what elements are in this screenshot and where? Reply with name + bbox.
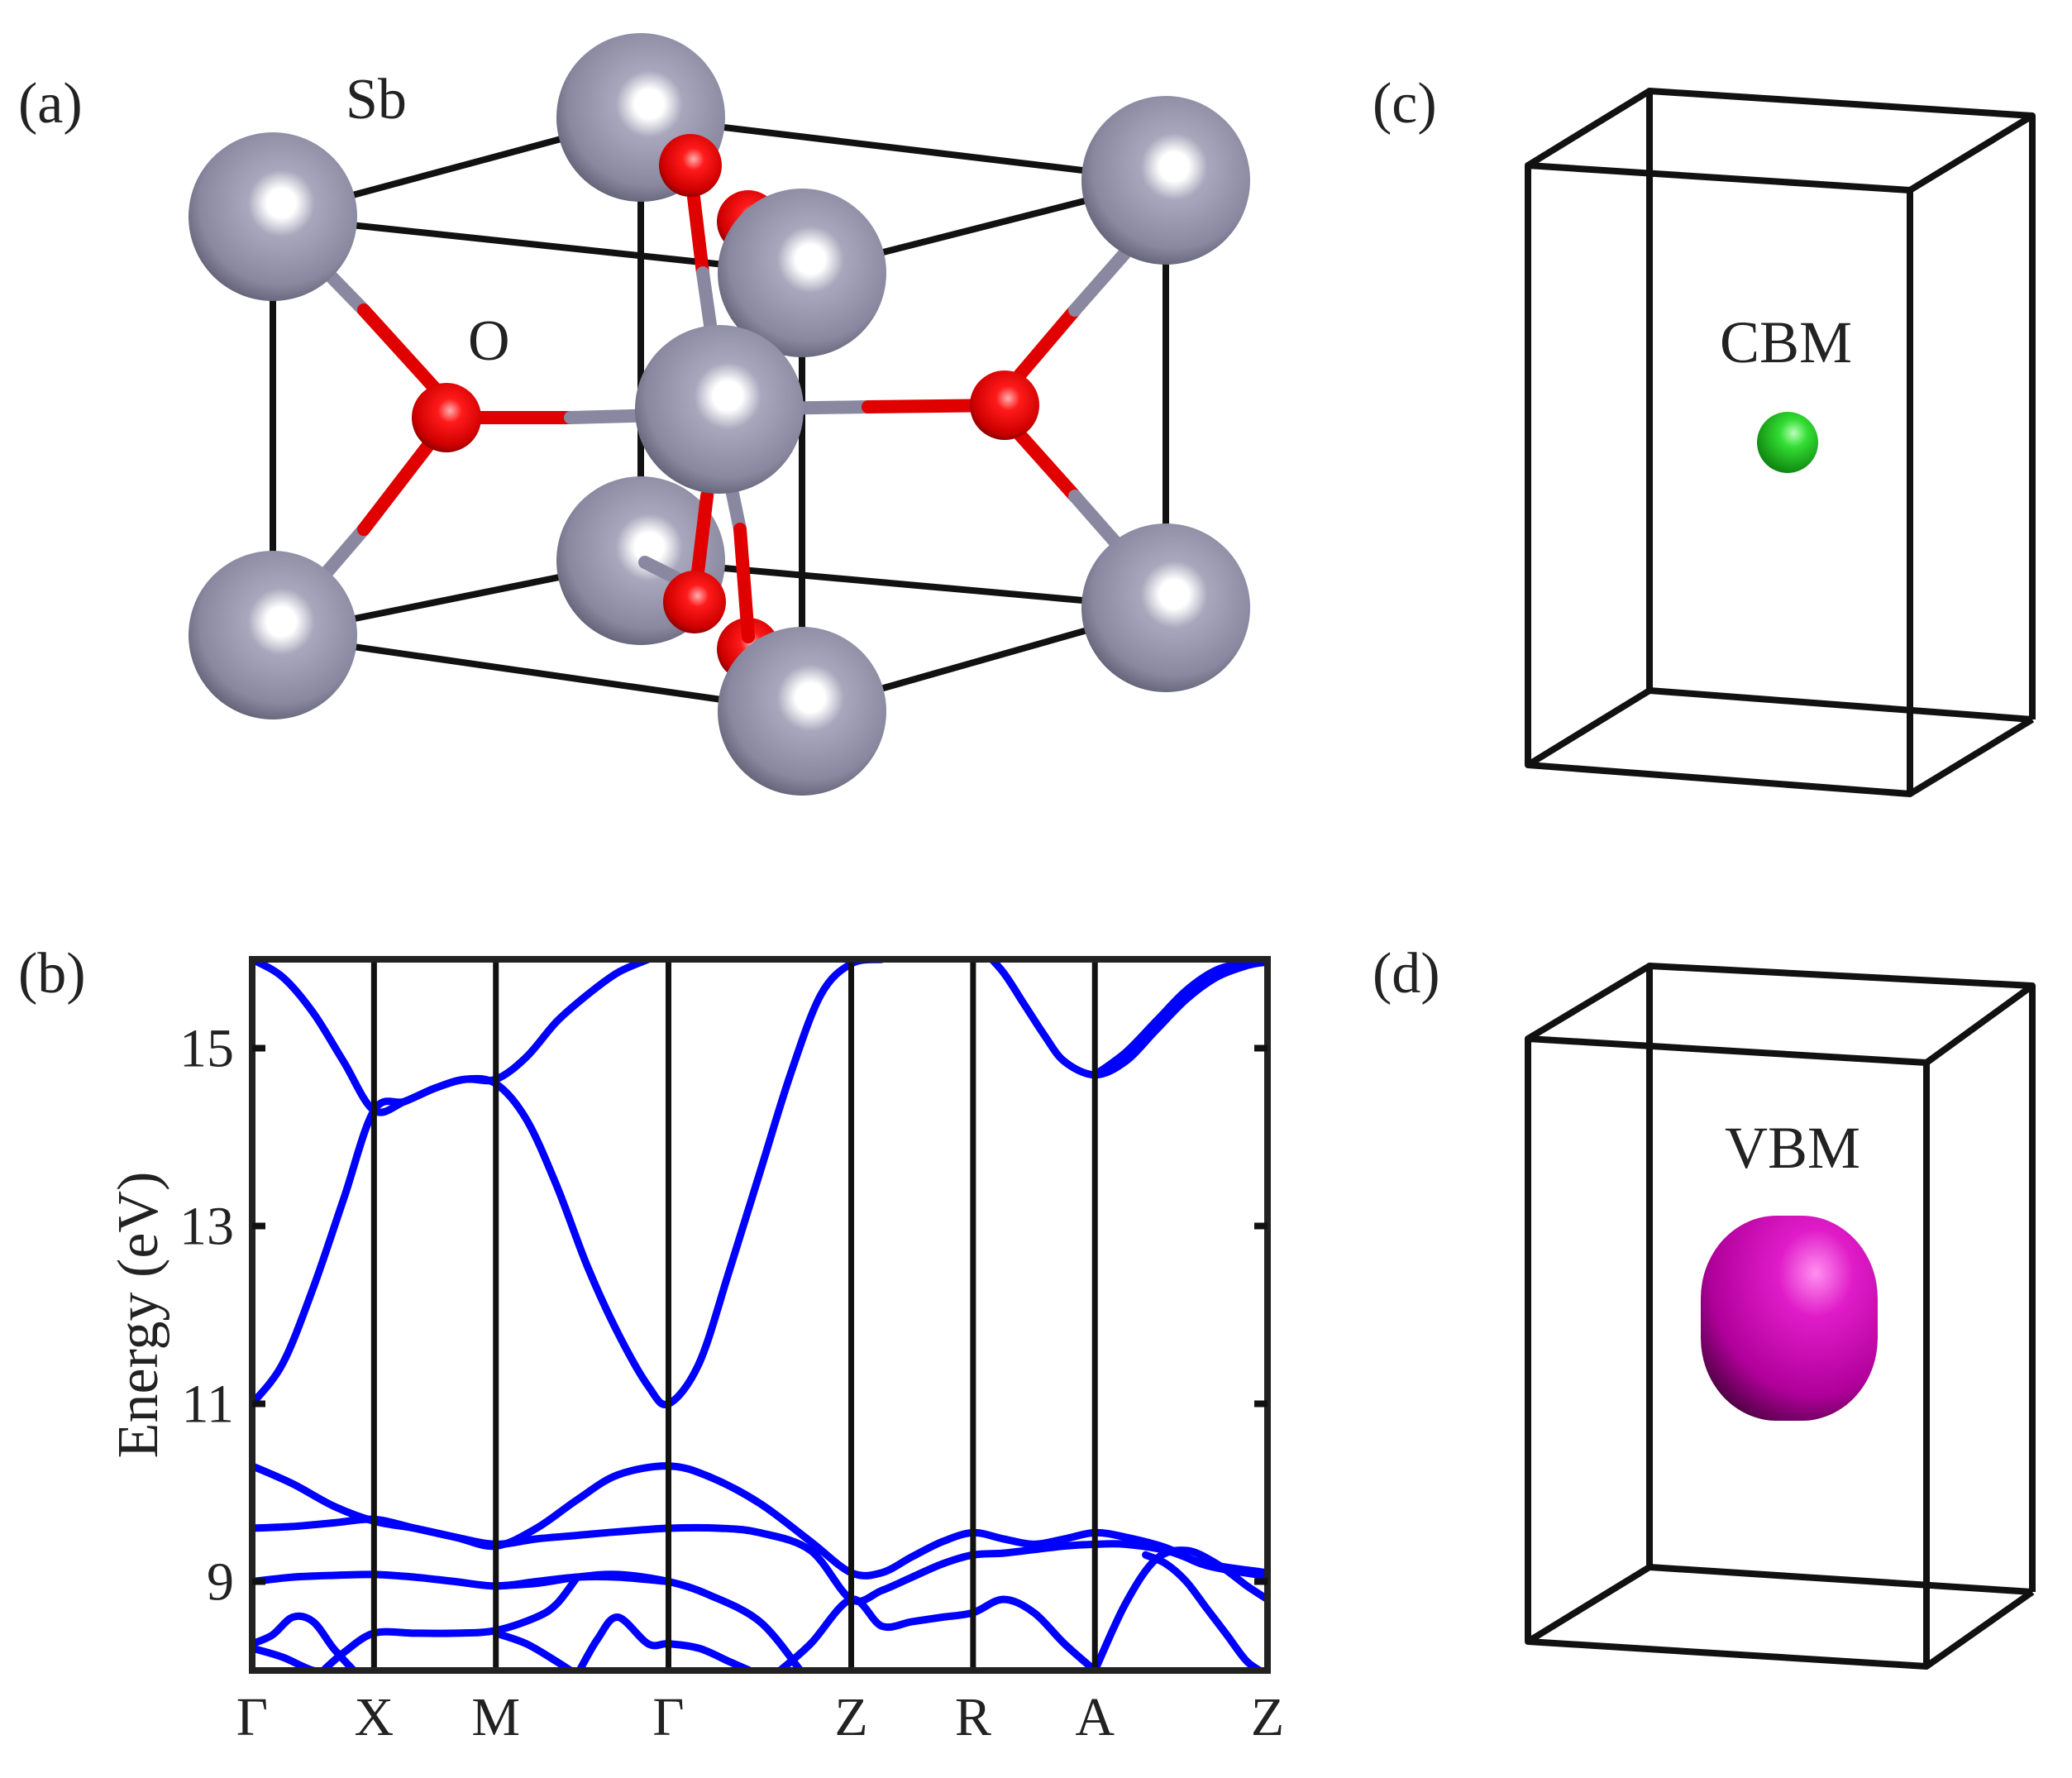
cbm-label: CBM xyxy=(1720,309,1852,375)
band-line xyxy=(1091,1546,1268,1670)
band-line xyxy=(252,1462,1268,1580)
band-line xyxy=(252,959,886,1408)
k-point-label: A xyxy=(1075,1687,1115,1747)
sb-atom xyxy=(718,627,886,796)
band-line xyxy=(252,959,658,1116)
band-plot-area xyxy=(252,959,1268,1670)
sb-atom xyxy=(189,132,357,301)
k-point-label: Γ xyxy=(236,1687,268,1747)
o-atom xyxy=(663,571,726,633)
y-tick-label: 15 xyxy=(179,1019,234,1079)
high-symmetry-lines xyxy=(370,959,1098,1670)
panel-d-vbm: (d) VBM xyxy=(1373,942,2036,1670)
y-tick-label: 13 xyxy=(179,1197,234,1257)
sb-atom xyxy=(189,551,357,719)
sb-atom-center xyxy=(635,325,804,494)
panel-c-cbm: (c) CBM xyxy=(1373,72,2036,797)
y-tick-label: 11 xyxy=(181,1374,234,1435)
band-line xyxy=(1091,959,1268,1079)
band-lines xyxy=(252,959,1268,1670)
k-point-label: R xyxy=(955,1687,991,1747)
k-point-label: M xyxy=(471,1687,520,1747)
panel-c-label: (c) xyxy=(1373,72,1437,136)
sb-atom-label: Sb xyxy=(346,68,407,131)
cbm-cell-box xyxy=(1525,88,2036,797)
o-atom xyxy=(659,134,722,197)
band-line xyxy=(252,1515,1268,1605)
band-line xyxy=(1142,1551,1268,1670)
vbm-label: VBM xyxy=(1725,1115,1860,1181)
panel-a-crystal-structure: (a) xyxy=(18,33,1250,796)
k-point-label: X xyxy=(355,1687,394,1747)
vbm-cell-box xyxy=(1525,963,2036,1670)
y-tick-label: 9 xyxy=(207,1552,234,1613)
y-axis-ticks: 9 11 13 15 xyxy=(179,1019,1268,1613)
k-point-label: Z xyxy=(1251,1687,1284,1747)
band-line xyxy=(492,1570,804,1670)
vbm-isosurface xyxy=(1701,1216,1878,1421)
band-line xyxy=(986,959,1268,1079)
y-axis-title: Energy (eV) xyxy=(107,1172,170,1459)
panel-b-band-structure: (b) 9 11 13 15 Γ X M Γ Z R A Z Energy (eV) xyxy=(18,942,1284,1747)
panel-b-label: (b) xyxy=(18,942,86,1006)
band-line xyxy=(252,1644,337,1670)
panel-a-label: (a) xyxy=(18,72,83,136)
band-line xyxy=(575,1613,754,1670)
sb-atom xyxy=(1081,96,1250,265)
o-atom xyxy=(412,383,481,452)
o-atom xyxy=(970,370,1039,440)
k-point-label: Γ xyxy=(652,1687,684,1747)
plot-frame xyxy=(249,956,1271,1674)
cbm-isosurface xyxy=(1757,412,1818,473)
band-line xyxy=(776,1595,1099,1670)
band-line xyxy=(252,1612,358,1670)
k-point-label: Z xyxy=(834,1687,867,1747)
panel-d-label: (d) xyxy=(1373,942,1440,1006)
sb-atom xyxy=(1081,523,1250,692)
band-line xyxy=(319,1573,581,1670)
sb-atom xyxy=(718,189,886,357)
o-atom-label: O xyxy=(468,309,510,373)
